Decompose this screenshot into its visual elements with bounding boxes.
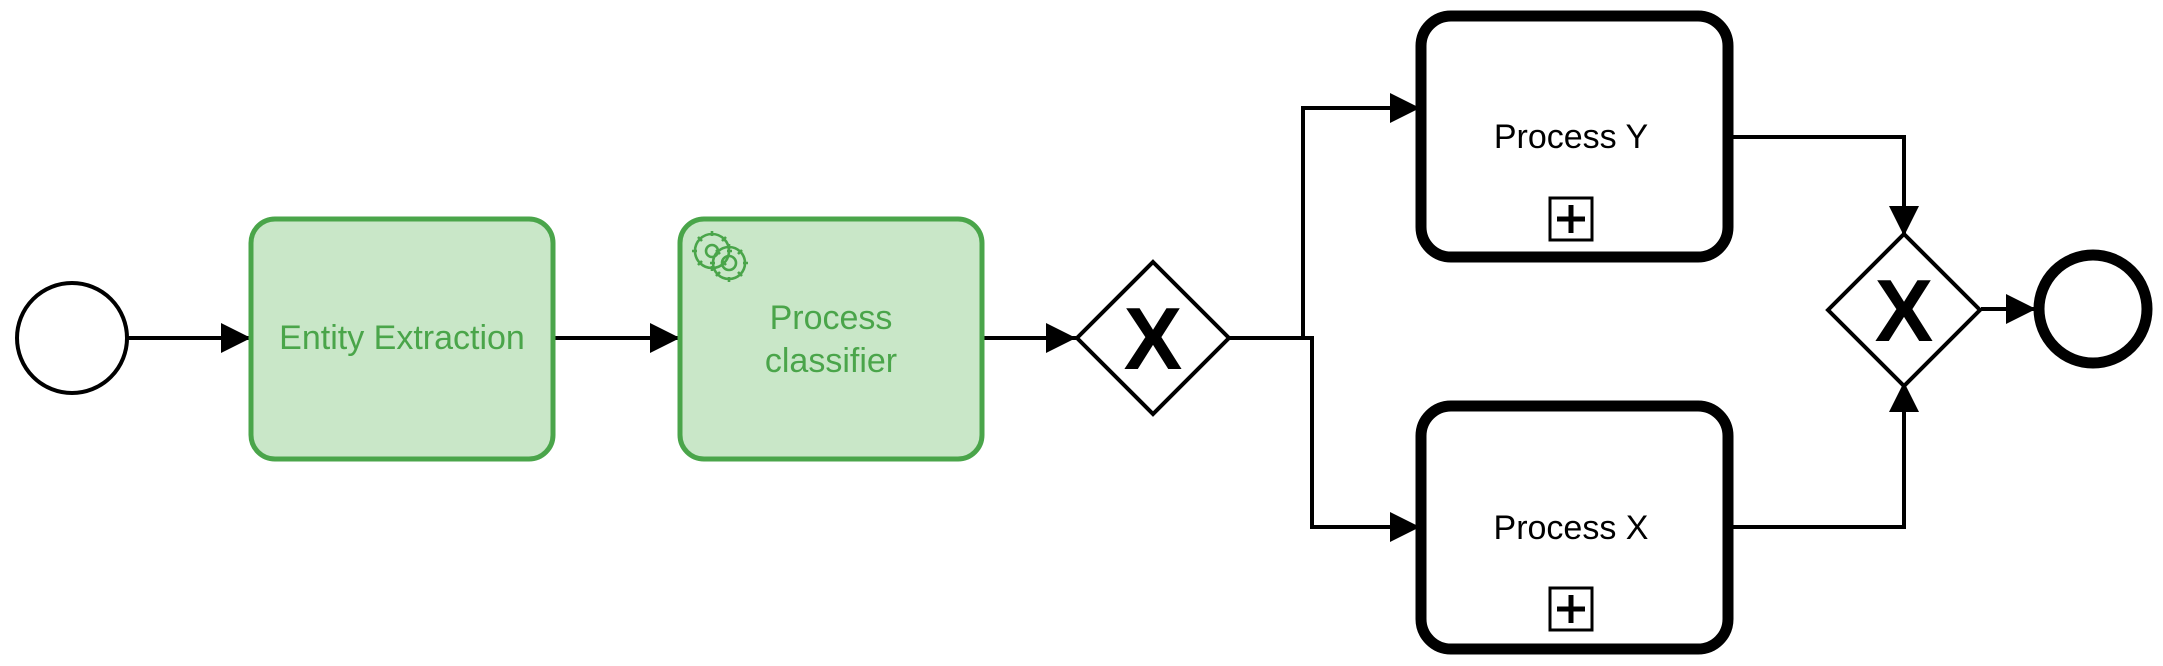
gateway-join-symbol: X [1875, 261, 1934, 360]
gateway-split-symbol: X [1124, 289, 1183, 388]
sequence-flows [128, 93, 2036, 542]
exclusive-gateway-join[interactable]: X [1825, 231, 1983, 389]
subprocess-process-x-label: Process X [1494, 509, 1649, 547]
task-entity-extraction[interactable]: Entity Extraction [248, 216, 556, 462]
plus-icon[interactable] [1548, 586, 1594, 632]
gear-icon [692, 231, 748, 282]
task-process-classifier-label-line1: Process [770, 299, 893, 337]
flow-process-y-to-join-gateway[interactable] [1730, 135, 1919, 236]
flow-split-to-process-x[interactable] [1229, 336, 1420, 542]
exclusive-gateway-split[interactable]: X [1074, 259, 1232, 417]
flow-split-to-process-y[interactable] [1229, 93, 1420, 340]
flow-process-x-to-join-gateway[interactable] [1730, 382, 1919, 529]
subprocess-process-x[interactable]: Process X [1415, 400, 1734, 655]
end-event[interactable] [2033, 249, 2153, 369]
plus-icon[interactable] [1548, 196, 1594, 242]
task-entity-extraction-label: Entity Extraction [279, 319, 525, 357]
subprocess-process-y-label: Process Y [1494, 118, 1648, 156]
start-event[interactable] [15, 281, 129, 395]
task-process-classifier-label-line2: classifier [765, 342, 897, 380]
task-process-classifier[interactable]: Process classifier [677, 216, 985, 462]
subprocess-process-y[interactable]: Process Y [1415, 10, 1734, 263]
